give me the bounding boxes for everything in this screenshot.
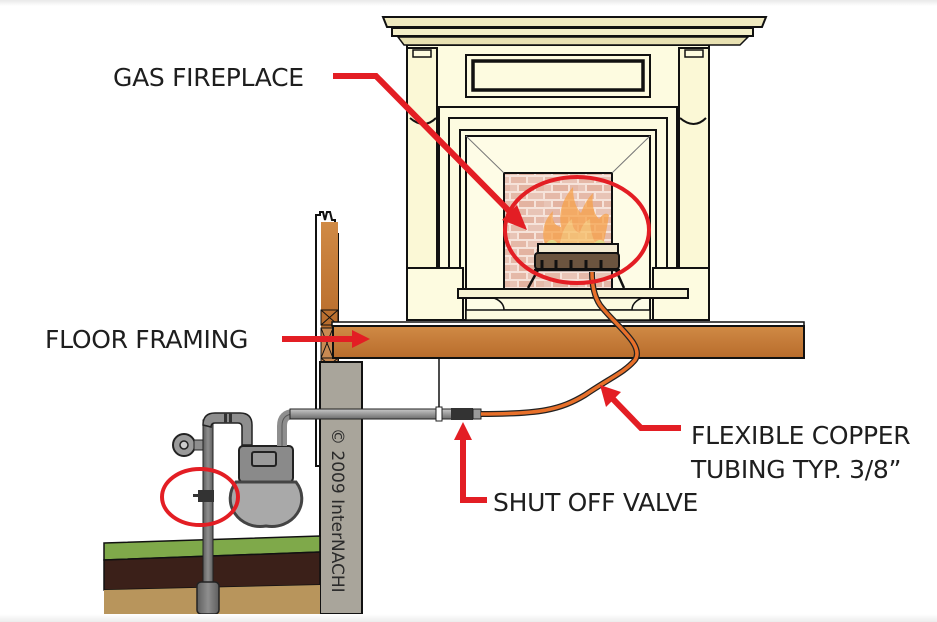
- label-gas-fireplace: GAS FIREPLACE: [113, 63, 304, 92]
- floor-framing: [331, 321, 805, 359]
- bottom-edge-shadow: [0, 614, 937, 622]
- shut-off-valve: [451, 408, 473, 420]
- callouts: [160, 73, 681, 527]
- gas-fireplace: [381, 16, 768, 321]
- flexible-copper-tubing: [480, 271, 639, 416]
- label-flexible-copper-line1: FLEXIBLE COPPER: [691, 421, 911, 450]
- meter-shutoff-valve: [198, 490, 214, 502]
- shut-off-valve-arrow: [460, 437, 487, 503]
- floor-joist: [332, 325, 805, 359]
- foundation-wall: [319, 361, 363, 615]
- log-grate: [526, 243, 626, 289]
- label-flexible-copper-line2: TUBING TYP. 3/8”: [691, 455, 902, 484]
- mantel-shelf: [381, 16, 768, 46]
- copyright-watermark: © 2009 InterNACHI: [327, 428, 347, 593]
- fireplace-highlight-circle: [503, 175, 651, 285]
- hearth: [457, 288, 689, 299]
- top-edge-shadow: [0, 0, 937, 6]
- label-floor-framing: FLOOR FRAMING: [45, 325, 249, 354]
- copper-tubing-arrow: [608, 394, 681, 431]
- label-shut-off-valve: SHUT OFF VALVE: [493, 488, 699, 517]
- gas-fireplace-arrow: [333, 73, 518, 220]
- meter-valve-highlight-circle: [160, 467, 240, 527]
- gas-piping: [172, 358, 482, 615]
